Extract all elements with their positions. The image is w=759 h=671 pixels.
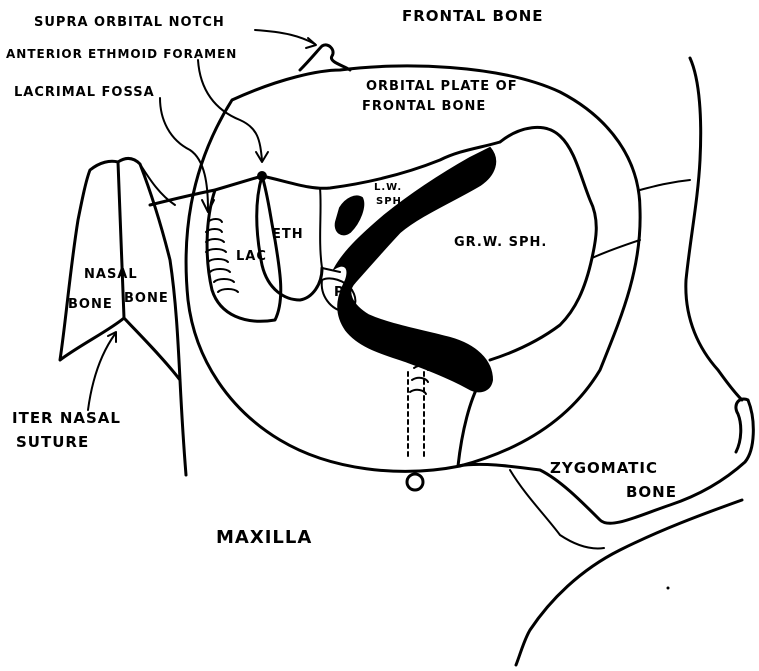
orbital-rim bbox=[186, 66, 640, 471]
label-anterior-ethmoid-foramen: ANTERIOR ETHMOID FORAMEN bbox=[6, 48, 237, 61]
infraorbital-canal bbox=[408, 366, 428, 460]
label-zygomatic-bone: BONE bbox=[626, 484, 677, 501]
label-lacrimal-fossa: LACRIMAL FOSSA bbox=[14, 86, 155, 100]
label-bone-left: BONE bbox=[68, 298, 113, 312]
label-frontal-bone: FRONTAL BONE bbox=[402, 8, 544, 25]
label-maxilla: MAXILLA bbox=[216, 528, 312, 548]
cheek-outline bbox=[516, 500, 742, 665]
label-internasal-line1: ITER NASAL bbox=[12, 410, 121, 427]
label-lw-sph-line2: SPH bbox=[376, 196, 402, 207]
infraorbital-foramen bbox=[407, 474, 423, 490]
anterior-ethmoid-foramen-dot bbox=[257, 171, 267, 181]
label-internasal-line2: SUTURE bbox=[16, 434, 89, 451]
supra-orbital-notch-outline bbox=[300, 45, 350, 70]
sphenozygomatic-suture bbox=[592, 240, 640, 258]
label-supra-orbital-notch: SUPRA ORBITAL NOTCH bbox=[34, 16, 225, 30]
label-gr-w-sph: GR.W. SPH. bbox=[454, 236, 547, 250]
supra-orbital-notch-leader bbox=[255, 30, 315, 44]
nasal-bone-left bbox=[60, 161, 124, 360]
stray-dot bbox=[667, 587, 670, 590]
internasal-leader bbox=[88, 334, 115, 410]
label-p: P bbox=[334, 286, 345, 300]
zygomaticomaxillary-suture-orbit bbox=[458, 382, 480, 466]
frontozygomatic-suture bbox=[640, 180, 690, 190]
label-zygomatic: ZYGOMATIC bbox=[550, 460, 658, 477]
maxilla-left-boundary bbox=[180, 380, 186, 475]
face-outline-right bbox=[686, 58, 742, 400]
label-lw-sph-line1: L.W. bbox=[374, 182, 402, 193]
label-nasal: NASAL bbox=[84, 268, 138, 282]
label-eth: ETH bbox=[272, 228, 304, 242]
label-orbital-plate-line2: FRONTAL BONE bbox=[362, 100, 486, 114]
label-lac: LAC bbox=[236, 250, 267, 264]
label-bone-right: BONE bbox=[124, 292, 169, 306]
optic-canal-patch bbox=[336, 196, 364, 234]
label-orbital-plate-line1: ORBITAL PLATE OF bbox=[366, 80, 518, 94]
